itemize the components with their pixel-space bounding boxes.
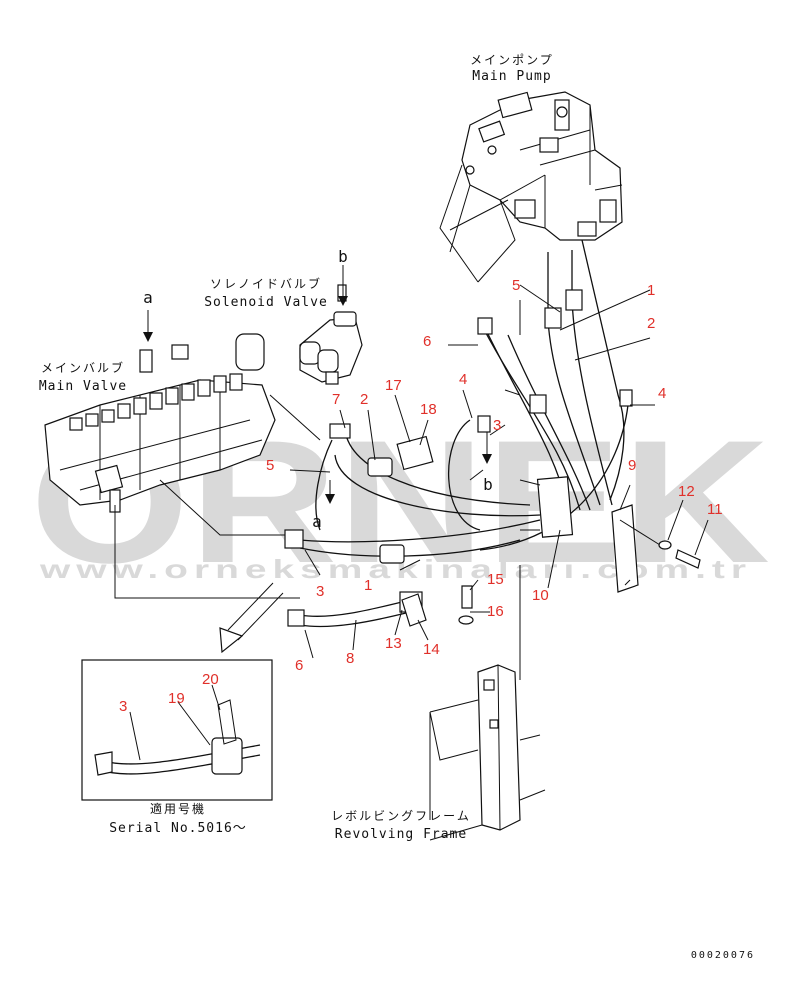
drawing-code: 00020076 [691,950,755,961]
ref-a-main-valve: a [143,288,153,307]
part-number-2-left: 2 [360,391,368,408]
part-number-15: 15 [487,571,504,588]
part-number-17: 17 [385,377,402,394]
part-number-9: 9 [628,457,636,474]
part-number-16: 16 [487,603,504,620]
bracket-and-fasteners [401,504,701,627]
main-valve-fittings [69,373,243,431]
main-valve-label-en: Main Valve [39,379,127,394]
part-number-1-bottom: 1 [364,577,372,594]
main-valve-drawing [44,310,276,513]
solenoid-valve-label-jp: ソレノイドバルブ [210,276,322,291]
reference-letters: a b b a [143,247,493,531]
component-labels: メインポンプ Main Pump ソレノイドバルブ Solenoid Valve… [39,53,554,842]
part-number-10: 10 [532,587,549,604]
part-number-12: 12 [678,483,695,500]
main-pump-drawing [439,91,623,283]
revolving-frame-label-en: Revolving Frame [335,827,467,842]
part-numbers: 1 2 5 6 4 4 3 17 18 7 2 5 9 12 11 3 1 10… [119,277,723,715]
serial-applicability-label-en: Serial No.5016〜 [109,821,247,836]
part-number-13: 13 [385,635,402,652]
ref-a-hose: a [312,512,322,531]
main-pump-label-en: Main Pump [472,69,551,84]
part-number-4-right: 4 [658,385,666,402]
solenoid-valve-label-en: Solenoid Valve [204,295,328,310]
part-number-1-top: 1 [647,282,655,299]
part-number-14: 14 [423,641,440,658]
revolving-frame-drawing [429,565,546,841]
ref-b-solenoid: b [338,247,348,266]
part-number-19: 19 [168,690,185,707]
revolving-frame-label-jp: レボルビングフレーム [331,809,471,823]
detail-inset-frame [81,659,273,801]
main-pump-label-jp: メインポンプ [470,53,554,67]
part-number-5-top: 5 [512,277,520,294]
leader-lines [114,199,709,659]
part-number-18: 18 [420,401,437,418]
detail-pointer-arrow [219,582,284,654]
solenoid-valve-drawing [299,265,363,385]
part-number-4-center: 4 [459,371,467,388]
part-number-11: 11 [707,501,723,518]
part-number-20: 20 [202,671,219,688]
part-number-2-top: 2 [647,315,655,332]
part-number-3-left: 3 [316,583,324,600]
detail-inset [81,659,273,801]
part-number-3-center: 3 [493,417,501,434]
part-number-5-left: 5 [266,457,274,474]
part-number-3-detail: 3 [119,698,127,715]
part-number-7: 7 [332,391,340,408]
part-number-6-bottom: 6 [295,657,303,674]
ref-b-hose: b [483,475,493,494]
serial-applicability-label-jp: 適用号機 [150,801,206,816]
part-number-8: 8 [346,650,354,667]
hose-routing [284,239,633,628]
part-number-6-top: 6 [423,333,431,350]
main-valve-label-jp: メインバルブ [41,360,125,375]
